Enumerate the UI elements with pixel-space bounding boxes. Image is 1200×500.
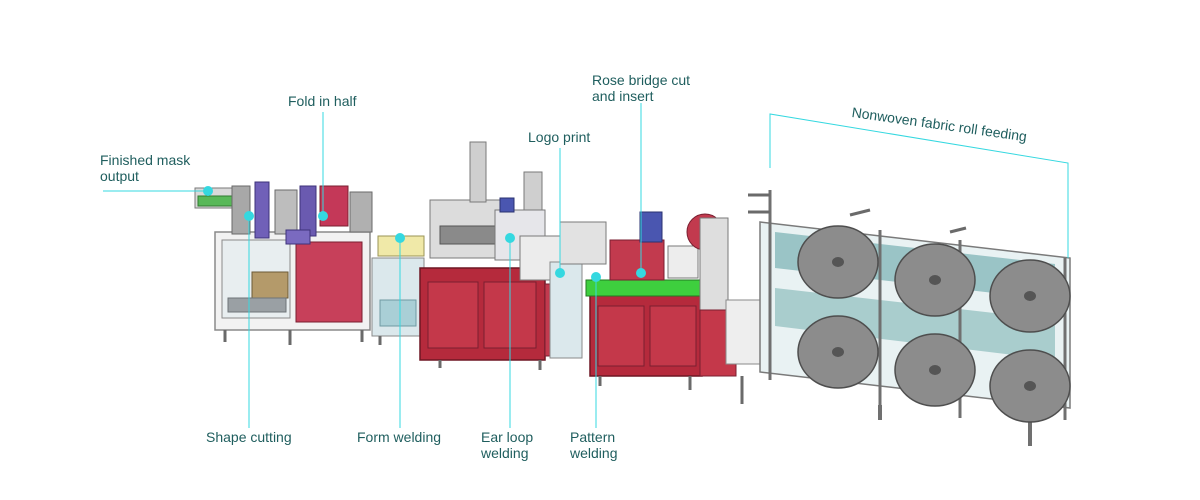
roll-rack [748, 190, 1071, 446]
label-line: Form welding [357, 429, 442, 445]
fabric-roll [797, 315, 879, 389]
label-logo-print: Logo print [528, 129, 590, 145]
label-pattern-welding: Pattern welding [570, 429, 617, 461]
fabric-roll [989, 259, 1071, 333]
fabric-roll [894, 243, 976, 317]
label-line: Shape cutting [206, 429, 292, 445]
callout-dot-fold [318, 211, 328, 221]
callouts [103, 103, 1069, 428]
callout-dot-form-welding [395, 233, 405, 243]
fabric-roll [894, 333, 976, 407]
callout-dot-shape-cutting [244, 211, 254, 221]
callout-dot-finished-mask [203, 186, 213, 196]
callout-dot-logo [555, 268, 565, 278]
callout-bracket-nonwoven [769, 113, 1069, 258]
welding-section [371, 141, 581, 370]
label-line: welding [481, 445, 529, 461]
label-form-welding: Form welding [357, 429, 441, 445]
label-rose-bridge: Rose bridge cut and insert [592, 72, 690, 104]
print-section [549, 211, 777, 404]
label-shape-cutting: Shape cutting [206, 429, 292, 445]
label-line: output [100, 168, 139, 184]
fabric-roll [797, 225, 879, 299]
label-line: Rose bridge cut [592, 72, 691, 88]
fabric-roll [989, 349, 1071, 423]
callout-dots [203, 186, 646, 282]
label-line: and insert [592, 88, 654, 104]
label-line: Fold in half [288, 93, 357, 109]
label-ear-loop-welding: Ear loop welding [481, 429, 533, 461]
label-line: Finished mask [100, 152, 191, 168]
label-line: welding [570, 445, 618, 461]
label-line: Pattern [570, 429, 616, 445]
output-section [194, 181, 373, 345]
label-line: Ear loop [481, 429, 534, 445]
callout-dot-rose [636, 268, 646, 278]
callout-dot-ear-loop [505, 233, 515, 243]
label-fold-in-half: Fold in half [288, 93, 356, 109]
label-line: Logo print [528, 129, 591, 145]
callout-dot-pattern [591, 272, 601, 282]
label-finished-mask-output: Finished mask output [100, 152, 190, 184]
